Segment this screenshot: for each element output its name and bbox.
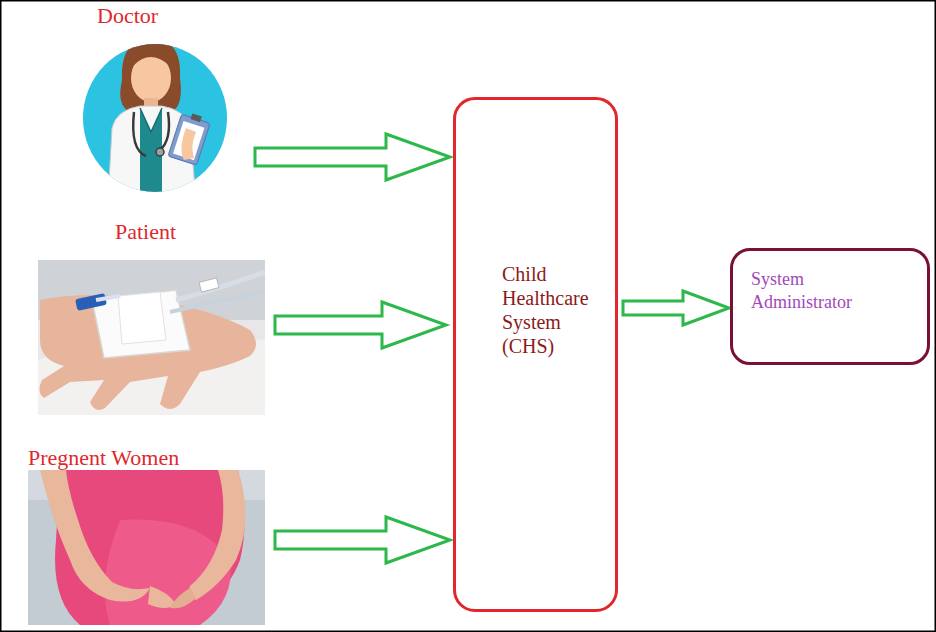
actor-box: System Administrator	[730, 248, 930, 365]
node-label: Pregnent Women	[28, 446, 179, 470]
patient-photo	[38, 260, 265, 415]
node-label: Doctor	[97, 4, 158, 28]
block-arrow	[275, 517, 450, 563]
pregnant-woman-photo	[28, 470, 265, 625]
system-box: Child Healthcare System (CHS)	[453, 97, 618, 612]
block-arrow	[275, 302, 446, 348]
block-arrow	[255, 134, 450, 180]
picture-node: Doctor	[60, 2, 212, 194]
picture-node: Patient	[38, 218, 265, 415]
node-label: System Administrator	[751, 268, 871, 313]
node-label: Patient	[115, 220, 176, 244]
doctor-illustration	[83, 38, 227, 200]
node-label: Child Healthcare System (CHS)	[502, 262, 602, 358]
picture-node: Pregnent Women	[28, 444, 265, 625]
block-arrow	[623, 291, 729, 325]
